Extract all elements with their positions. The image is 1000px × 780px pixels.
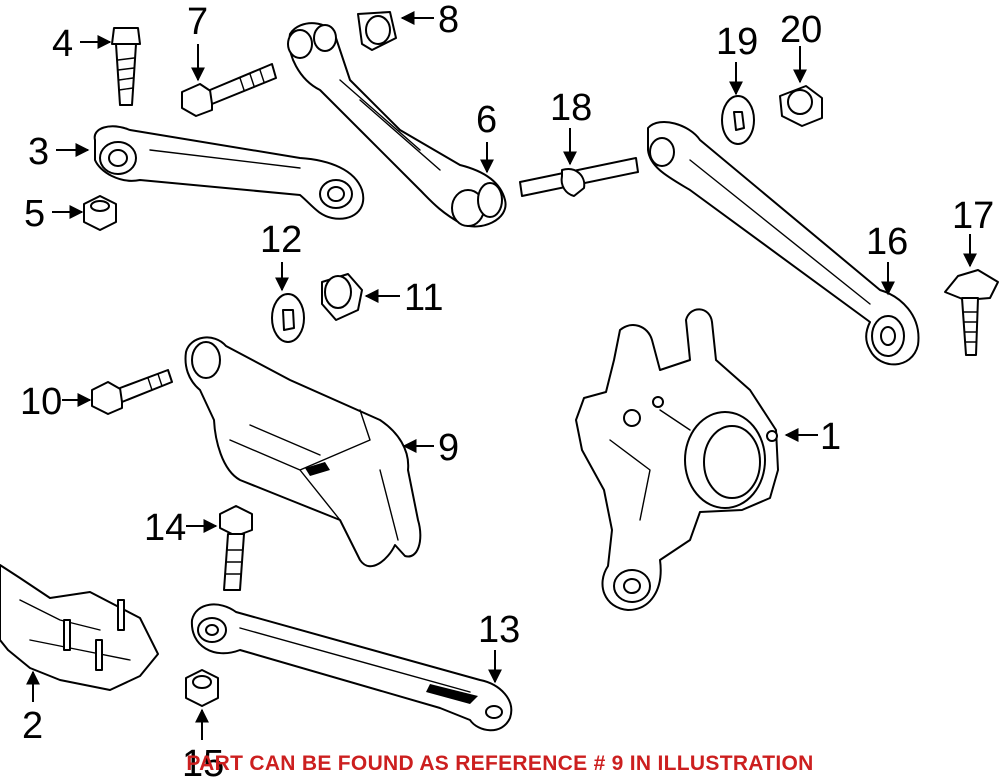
part-2-shield [0,564,159,691]
part-11-bushing [321,273,363,321]
part-4-bolt [111,27,141,106]
callout-12: 12 [260,219,302,261]
part-1-knuckle [575,308,779,611]
part-3-control-arm [93,125,365,220]
callout-6: 6 [476,99,497,141]
callout-20: 20 [780,9,822,51]
part-18-pin [519,157,639,197]
footer-note: PART CAN BE FOUND AS REFERENCE # 9 IN IL… [186,752,813,775]
part-20-nut [779,85,823,127]
callout-18: 18 [550,87,592,129]
callout-15: 15 [182,743,224,780]
callout-3: 3 [28,131,49,173]
part-8-bushing [357,11,397,51]
part-19-washer [721,95,755,145]
callout-4: 4 [52,23,73,65]
callout-5: 5 [24,193,45,235]
callout-7: 7 [187,1,208,43]
callout-13: 13 [478,609,520,651]
callout-9: 9 [438,427,459,469]
part-17-bolt [944,269,999,356]
part-13-link [190,603,513,732]
part-9-control-arm [184,336,422,568]
part-10-bolt [91,369,173,415]
callout-17: 17 [952,195,994,237]
callout-16: 16 [866,221,908,263]
part-12-washer [271,293,305,343]
part-14-bolt [219,505,253,591]
callout-1: 1 [820,416,841,458]
part-5-nut [83,195,117,231]
part-16-link [647,121,920,366]
part-6-link [287,22,507,228]
callout-14: 14 [144,507,186,549]
callout-8: 8 [438,0,459,41]
callout-2: 2 [22,705,43,747]
part-7-bolt [181,63,277,117]
callout-10: 10 [20,381,62,423]
callout-11: 11 [404,277,443,319]
part-15-nut [185,669,219,707]
callout-19: 19 [716,21,758,63]
